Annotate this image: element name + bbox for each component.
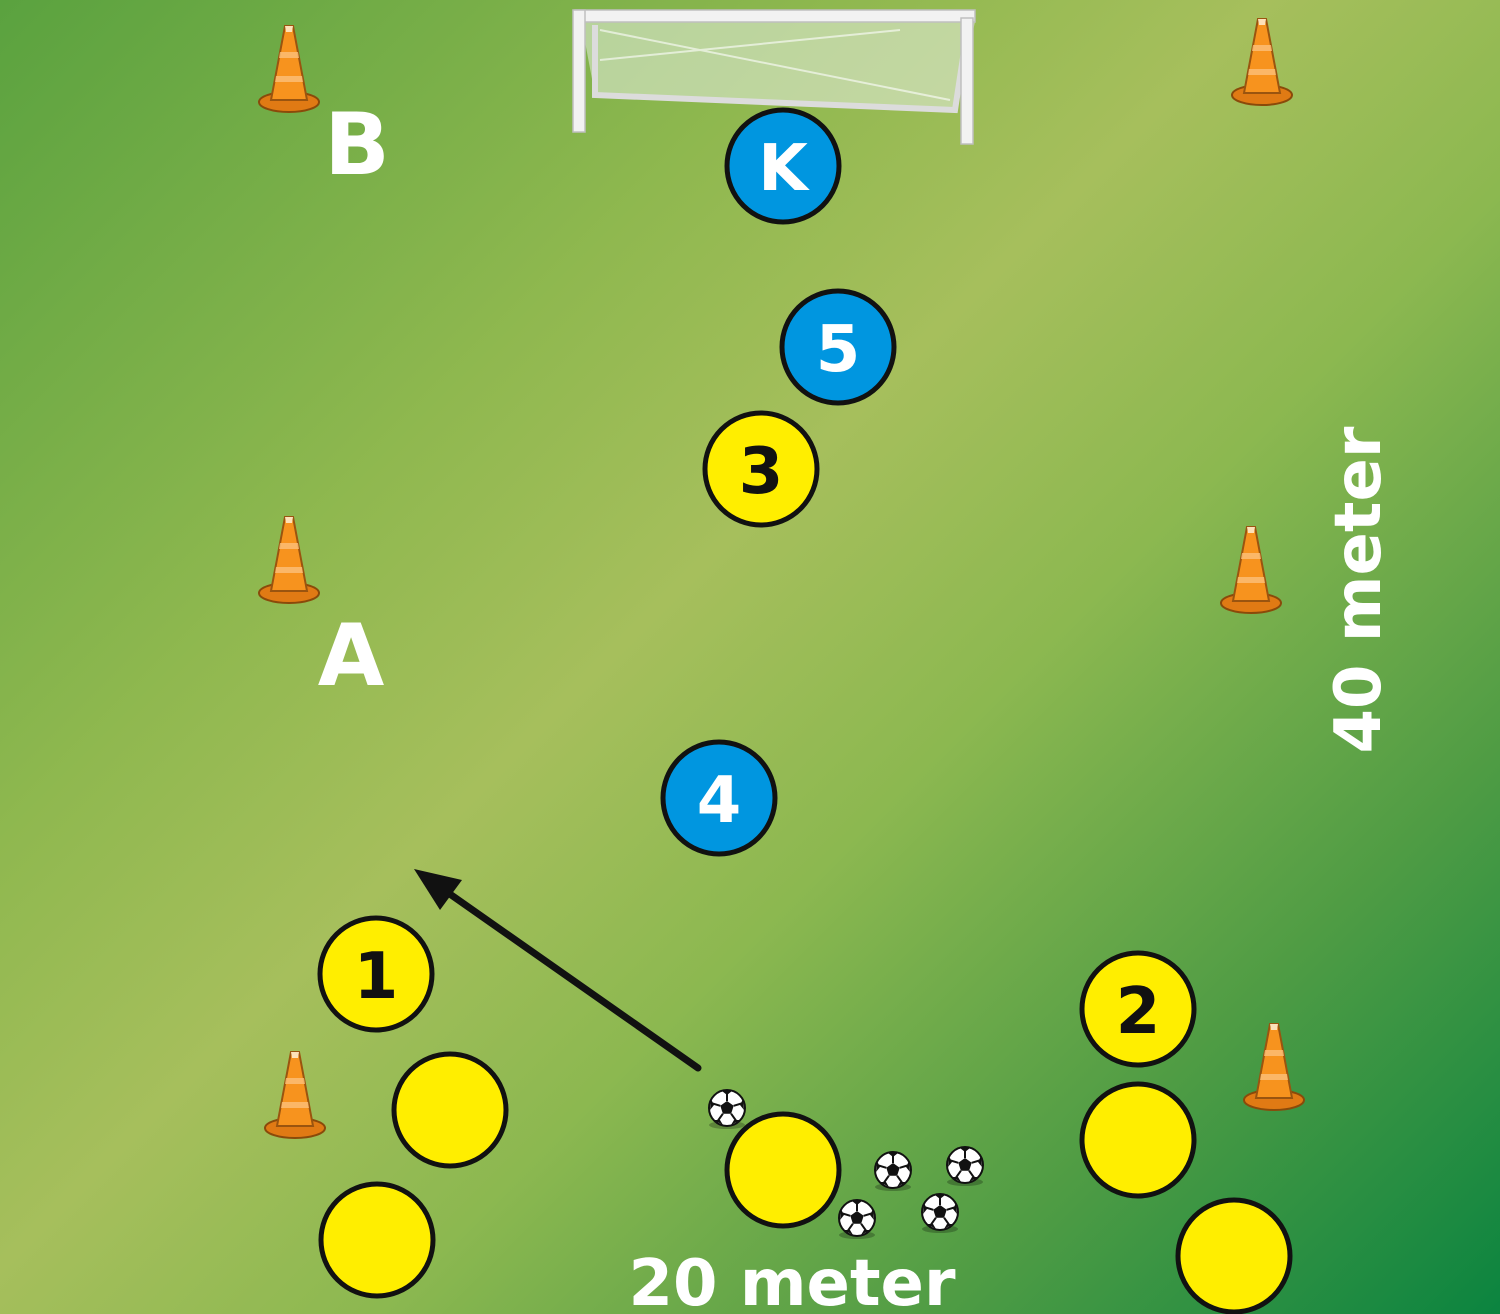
soccer-ball-icon	[708, 1089, 746, 1130]
traffic-cone-icon	[258, 25, 320, 113]
traffic-cone-icon	[264, 1051, 326, 1139]
player-2-label: 2	[1116, 975, 1161, 1049]
player-5-label: 5	[816, 313, 861, 387]
player-2-marker: 2	[1079, 950, 1197, 1068]
waiting-player	[1175, 1197, 1293, 1314]
player-1-label: 1	[354, 940, 399, 1014]
length-label: 40 meter	[1322, 426, 1396, 753]
player-4-label: 4	[697, 764, 742, 838]
player-1-marker: 1	[317, 915, 435, 1033]
soccer-ball-icon	[946, 1146, 984, 1187]
pass-arrow-icon	[414, 869, 702, 1072]
goal-icon	[572, 9, 976, 145]
traffic-cone-icon	[1231, 18, 1293, 106]
waiting-player	[318, 1181, 436, 1299]
traffic-cone-icon	[1243, 1023, 1305, 1111]
zone-b-label: B	[324, 95, 390, 195]
soccer-ball-icon	[921, 1193, 959, 1234]
player-3-label: 3	[739, 435, 784, 509]
keeper-label: K	[758, 132, 810, 206]
soccer-ball-icon	[838, 1199, 876, 1240]
soccer-ball-icon	[874, 1151, 912, 1192]
player-4-marker: 4	[660, 739, 778, 857]
waiting-player	[1079, 1081, 1197, 1199]
waiting-player	[724, 1111, 842, 1229]
waiting-player	[391, 1051, 509, 1169]
width-label: 20 meter	[629, 1247, 956, 1314]
player-5-marker: 5	[779, 288, 897, 406]
zone-a-label: A	[318, 606, 385, 706]
traffic-cone-icon	[1220, 526, 1282, 614]
keeper-marker: K	[724, 107, 842, 225]
player-3-marker: 3	[702, 410, 820, 528]
traffic-cone-icon	[258, 516, 320, 604]
